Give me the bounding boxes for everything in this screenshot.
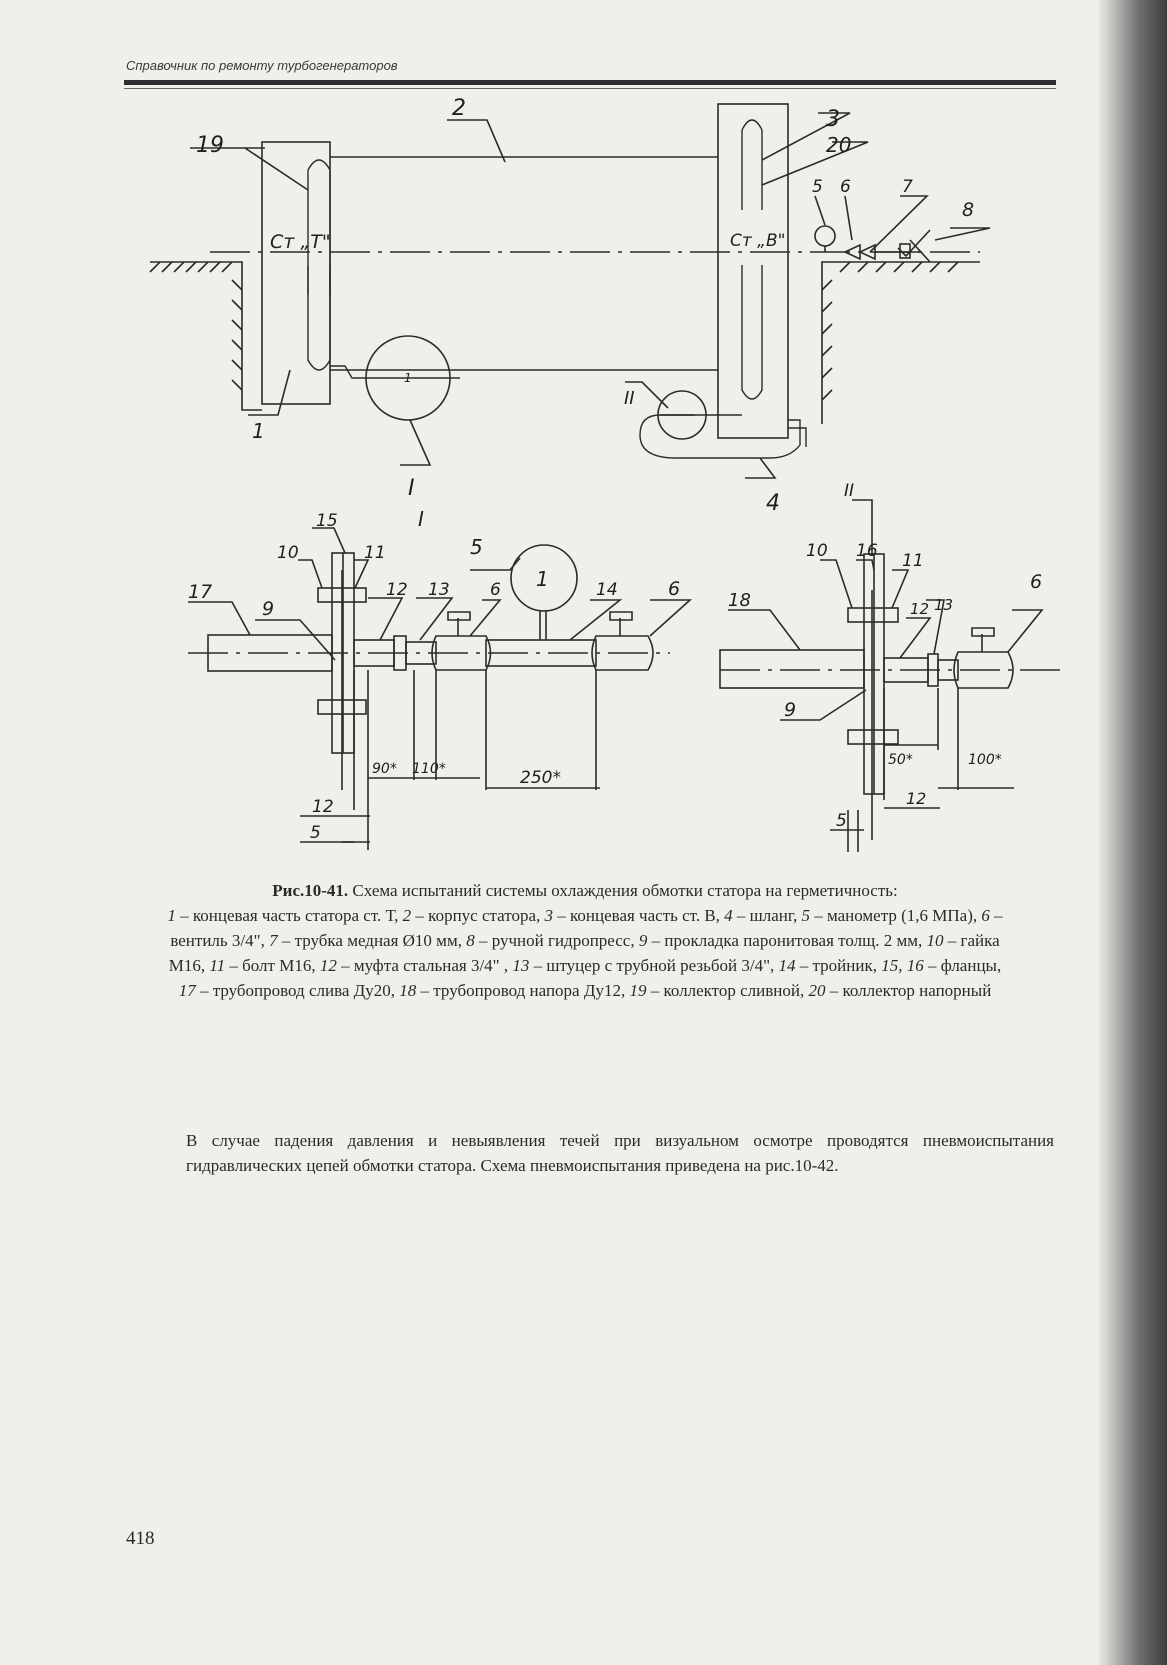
label-11-i: 11: [364, 543, 386, 563]
legend-item-number: 20: [808, 981, 826, 1000]
manometer-circle: [510, 544, 578, 612]
legend-item-number: 9: [638, 931, 648, 950]
dim-12-ii: 12: [906, 789, 926, 808]
legend-item-number: 10: [926, 931, 944, 950]
label-roman-i-detail: I: [418, 507, 424, 531]
label-st-v: Ст „В": [730, 231, 785, 251]
legend-item-number: 11: [209, 956, 226, 975]
label-19: 19: [196, 133, 224, 158]
legend-item-text: – манометр (1,6 МПа),: [809, 906, 982, 925]
legend-item-number: 2: [402, 906, 412, 925]
legend-item-text: – фланцы,: [923, 956, 1002, 975]
page-number: 418: [126, 1528, 155, 1549]
dim-110: 110*: [412, 761, 446, 777]
legend-item-text: – трубопровод слива Ду20,: [195, 981, 400, 1000]
legend-item-number: 1: [167, 906, 176, 925]
legend-item-text: – штуцер с трубной резьбой 3/4",: [529, 956, 779, 975]
label-6-i: 6: [490, 580, 501, 600]
dim-250: 250*: [520, 768, 561, 788]
figure-caption: Рис.10-41. Схема испытаний системы охлаж…: [160, 878, 1010, 1003]
legend-item-text: – корпус статора,: [411, 906, 545, 925]
label-17: 17: [188, 581, 212, 603]
label-roman-ii: II: [624, 388, 635, 409]
label-roman-i: I: [408, 476, 415, 501]
legend-item-number: 14: [778, 956, 796, 975]
legend-item-text: – болт М16,: [225, 956, 320, 975]
label-gauge-small: 1: [404, 371, 412, 385]
legend-item-number: 5: [801, 906, 810, 925]
dim-50: 50*: [888, 752, 913, 768]
legend-item-number: 15, 16: [881, 956, 924, 975]
test-scheme-diagram: 2 3 19 20 Ст „Т" Ст „В" 5 6 7 8 1 I II 4…: [149, 96, 1060, 852]
label-5-i: 5: [470, 535, 483, 559]
label-12-i: 12: [386, 580, 408, 600]
label-7: 7: [902, 177, 913, 197]
label-6-i-right: 6: [668, 578, 680, 600]
body-paragraph: В случае падения давления и невыявления …: [186, 1131, 1054, 1175]
legend-item-text: – прокладка паронитовая толщ. 2 мм,: [647, 931, 927, 950]
running-header: Справочник по ремонту турбогенераторов: [126, 58, 398, 73]
figure-number: Рис.10-41.: [272, 881, 349, 900]
stator-end-v: [717, 103, 789, 439]
legend-item-number: 13: [512, 956, 530, 975]
legend-item-number: 8: [466, 931, 475, 950]
header-rule-thin: [124, 88, 1056, 89]
figure-title: Схема испытаний системы охлаждения обмот…: [352, 881, 898, 900]
page-edge-shadow: [1097, 0, 1167, 1665]
label-13-i: 13: [428, 580, 450, 600]
dim-100: 100*: [968, 752, 1002, 768]
legend-item-text: – муфта стальная 3/4" ,: [336, 956, 513, 975]
label-8: 8: [962, 199, 974, 221]
label-12-ii: 12: [910, 600, 929, 618]
label-13-ii: 13: [934, 596, 953, 614]
label-15: 15: [316, 511, 338, 531]
legend-item-text: – тройник,: [795, 956, 882, 975]
legend-item-number: 6: [981, 906, 990, 925]
label-16: 16: [856, 541, 878, 561]
legend-item-text: – трубка медная Ø10 мм,: [277, 931, 467, 950]
dim-5-i: 5: [310, 823, 321, 843]
label-20: 20: [826, 133, 851, 157]
label-2: 2: [452, 96, 466, 121]
legend-item-number: 18: [399, 981, 417, 1000]
legend-item-text: – вентиль 3/4",: [170, 906, 1003, 950]
label-st-t: Ст „Т": [270, 231, 331, 253]
label-9-ii: 9: [784, 699, 796, 721]
label-10-i: 10: [277, 543, 299, 563]
dim-90: 90*: [372, 761, 397, 777]
legend-item-text: – коллектор сливной,: [646, 981, 809, 1000]
label-6-top: 6: [840, 177, 851, 197]
legend-item-number: 17: [178, 981, 196, 1000]
label-1: 1: [252, 419, 265, 443]
dim-5-ii: 5: [836, 811, 847, 831]
label-14: 14: [596, 580, 618, 600]
legend-item-text: – коллектор напорный: [825, 981, 992, 1000]
legend-item-number: 12: [319, 956, 337, 975]
label-roman-ii-detail: II: [844, 481, 854, 501]
label-10-ii: 10: [806, 541, 828, 561]
header-rule: [124, 80, 1056, 85]
figure-legend: 1 – концевая часть статора ст. Т, 2 – ко…: [160, 903, 1010, 1003]
legend-item-number: 7: [269, 931, 278, 950]
legend-item-text: – ручной гидропресс,: [474, 931, 639, 950]
dim-12-i: 12: [312, 797, 334, 817]
label-3: 3: [826, 107, 840, 132]
label-18: 18: [728, 590, 751, 611]
label-6-ii: 6: [1030, 571, 1042, 593]
legend-item-text: – концевая часть ст. В,: [553, 906, 725, 925]
legend-item-text: – гайка М16,: [168, 931, 1000, 975]
label-4: 4: [766, 491, 780, 516]
legend-item-number: 19: [629, 981, 647, 1000]
legend-item-text: – трубопровод напора Ду12,: [416, 981, 630, 1000]
label-5-top: 5: [812, 177, 823, 197]
label-9-i: 9: [262, 598, 274, 620]
label-11-ii: 11: [902, 551, 924, 571]
legend-item-text: – шланг,: [732, 906, 802, 925]
label-gauge-i: 1: [536, 567, 549, 591]
legend-item-number: 3: [544, 906, 554, 925]
legend-item-text: – концевая часть статора ст. Т,: [175, 906, 403, 925]
legend-item-number: 4: [724, 906, 733, 925]
